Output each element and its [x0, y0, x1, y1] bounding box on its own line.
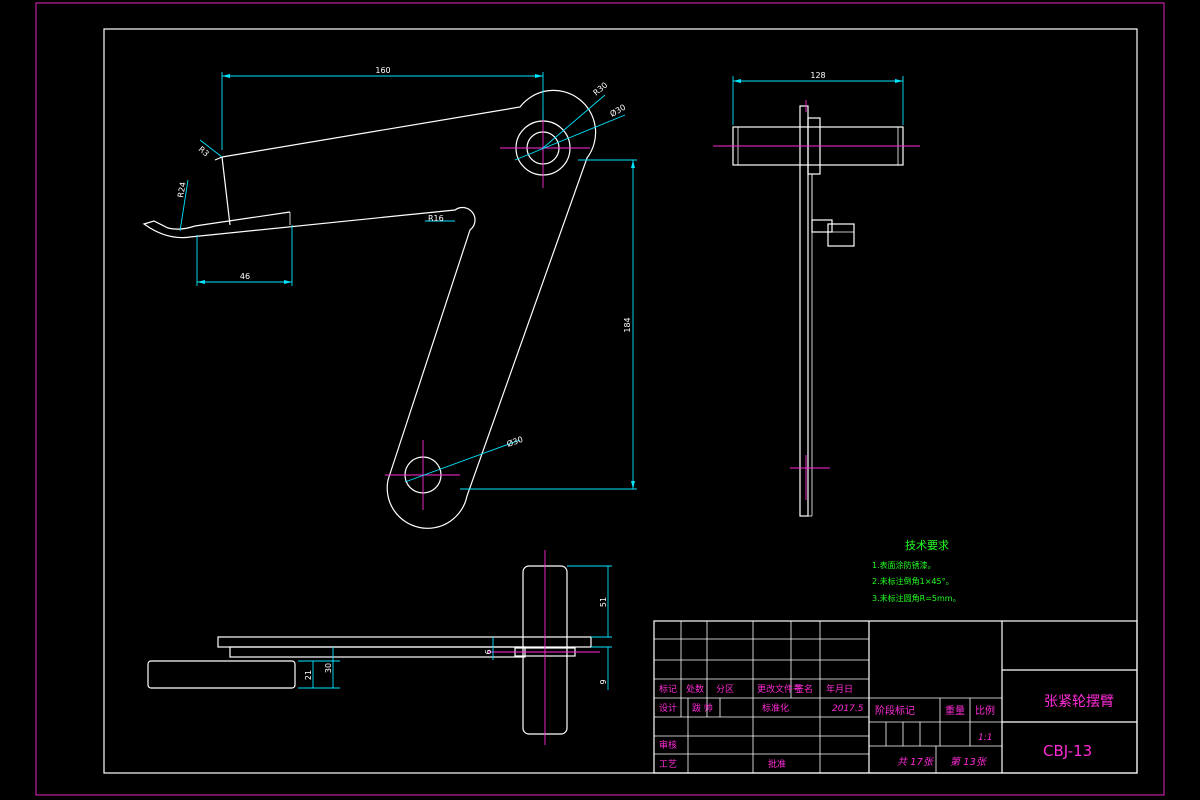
tb-count: 处数 [686, 683, 704, 695]
dim-r30: R30 [592, 81, 610, 98]
dim-160: 160 [375, 66, 390, 75]
dim-128: 128 [810, 71, 825, 80]
tb-designer: 跋 帅 [692, 702, 713, 714]
tb-change: 更改文件号 [757, 683, 802, 695]
tb-review: 审核 [659, 739, 677, 751]
dim-30: 30 [324, 663, 333, 673]
tb-process: 工艺 [659, 759, 677, 770]
side-view [713, 100, 920, 517]
outer-frame [35, 2, 1165, 796]
tb-weight: 重量 [945, 704, 965, 717]
tb-signature: 签名 [795, 683, 813, 695]
dim-9: 9 [599, 679, 608, 684]
tb-scale-label: 比例 [975, 704, 995, 717]
note-line: 3.未标注圆角R=5mm。 [872, 593, 961, 603]
tb-zone: 分区 [716, 684, 734, 695]
tb-design-label: 设计 [659, 702, 677, 714]
note-line: 1.表面涂防锈漆。 [872, 560, 936, 570]
dim-184: 184 [623, 317, 632, 332]
dim-d30-bottom: Ø30 [505, 434, 524, 449]
side-dimensions: 128 [732, 71, 904, 125]
tb-stage-mark: 阶段标记 [875, 704, 915, 717]
tb-drawing-no: CBJ-13 [1043, 742, 1092, 760]
dim-46: 46 [240, 272, 250, 281]
dim-21: 21 [304, 670, 313, 680]
top-view [147, 550, 600, 745]
top-dimensions: 51 9 6 21 30 [298, 565, 612, 690]
tb-total-sheets: 共 17张 [897, 756, 935, 768]
inner-frame [103, 28, 1138, 774]
tb-scale: 1:1 [978, 733, 992, 743]
notes-title: 技术要求 [905, 539, 949, 552]
note-line: 2.未标注倒角1×45°。 [872, 576, 954, 586]
tb-date-header: 年月日 [826, 683, 853, 695]
tb-mark: 标记 [659, 683, 677, 695]
tb-standardization: 标准化 [762, 702, 789, 714]
tb-approve: 批准 [768, 758, 786, 770]
tb-part-name: 张紧轮摆臂 [1044, 694, 1114, 710]
dim-6: 6 [484, 649, 493, 654]
front-dimensions: 160 R30 Ø30 R3 R24 R16 46 184 Ø30 [176, 66, 637, 490]
tb-sheet-no: 第 13张 [950, 756, 988, 768]
dim-r16: R16 [428, 214, 444, 223]
dim-r24: R24 [176, 181, 188, 198]
title-block: 标记 处数 分区 更改文件号 签名 年月日 设计 跋 帅 标准化 2017.5 … [653, 620, 1138, 774]
dim-d30-top: Ø30 [608, 102, 627, 119]
technical-notes: 技术要求 1.表面涂防锈漆。 2.未标注倒角1×45°。 3.未标注圆角R=5m… [872, 539, 961, 603]
tb-date: 2017.5 [832, 704, 864, 714]
front-view [142, 89, 597, 529]
dim-51: 51 [599, 597, 608, 607]
